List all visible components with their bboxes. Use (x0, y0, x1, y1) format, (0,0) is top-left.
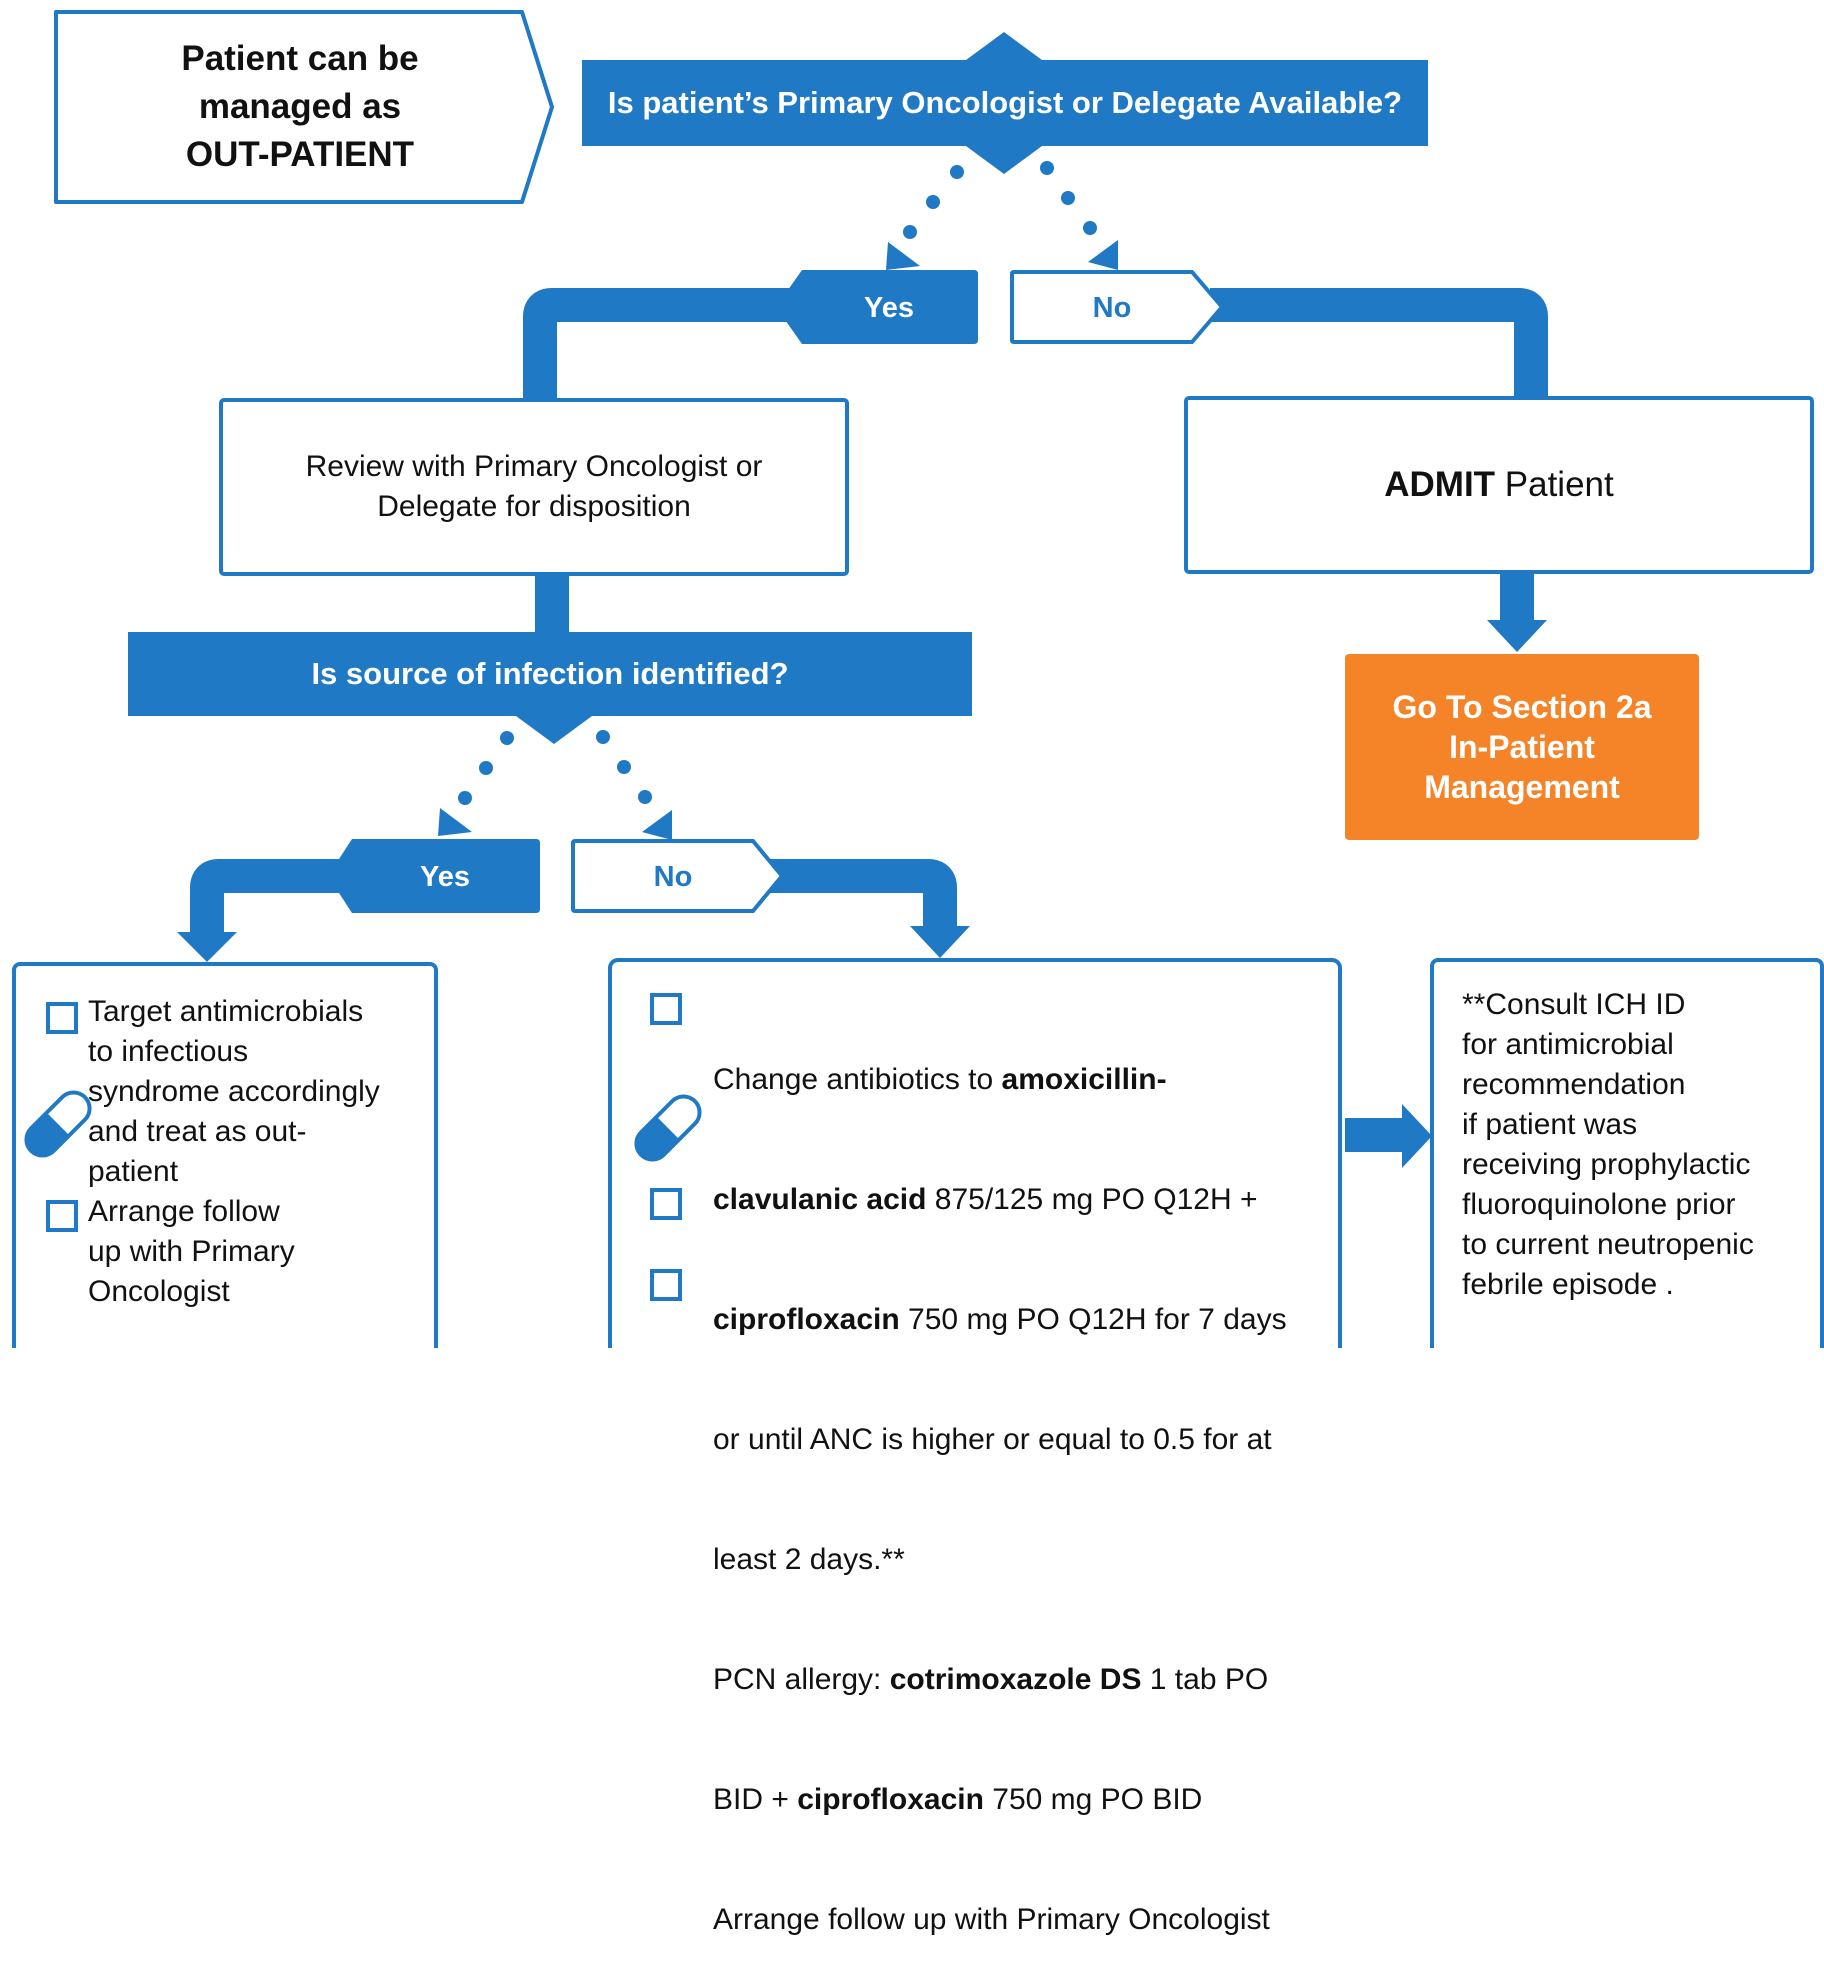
no-box-line: ciprofloxacin 750 mg PO Q12H for 7 days (713, 1300, 1333, 1340)
no2-tag-shape (571, 839, 785, 913)
dotted-arrow-no2 (596, 730, 672, 840)
start-line: Patient can be (181, 38, 419, 78)
start-box-shape (54, 10, 554, 204)
goto-line: Management (1424, 769, 1620, 805)
yes-box-text: Target antimicrobials to infectious synd… (88, 992, 428, 1312)
checkbox-icon (46, 1002, 78, 1034)
drug-name: amoxicillin- (1001, 1063, 1167, 1096)
yes-box-line: Arrange follow (88, 1195, 280, 1228)
no-box-line: least 2 days.** (713, 1543, 905, 1576)
goto-box-shape (1345, 654, 1699, 840)
arrow-head-to-consult (1402, 1104, 1432, 1168)
connector-no1-admit (1210, 288, 1548, 398)
review-box-shape (219, 398, 849, 576)
goto-line: Go To Section 2a (1392, 689, 1652, 725)
drug-name: ciprofloxacin (713, 1303, 900, 1336)
review-box: Review with Primary Oncologist or Delega… (305, 449, 763, 524)
q1-no-label: No (1092, 291, 1132, 324)
connector-no2-box (770, 859, 957, 928)
admit-bold: ADMIT (1384, 465, 1496, 504)
admit-box-shape (1184, 396, 1814, 574)
no-box-line: or until ANC is higher or equal to 0.5 f… (713, 1423, 1272, 1456)
q2-yes-label: Yes (420, 860, 470, 893)
arrow-head-yes2 (177, 932, 237, 962)
flowchart-graphics (12, 10, 1824, 1348)
consult-line: febrile episode . (1462, 1268, 1674, 1301)
no-box-line: clavulanic acid 875/125 mg PO Q12H + (713, 1180, 1333, 1220)
yes-box-line: up with Primary (88, 1235, 295, 1268)
consult-line: fluoroquinolone prior (1462, 1188, 1736, 1221)
yes-box-line: patient (88, 1155, 179, 1188)
yes-box-line: syndrome accordingly (88, 1075, 380, 1108)
drug-name: cotrimoxazole DS (889, 1663, 1142, 1696)
consult-line: receiving prophylactic (1462, 1148, 1751, 1181)
goto-line: In-Patient (1449, 729, 1595, 765)
checkbox-icon (650, 993, 682, 1025)
arrow-to-consult-shaft (1345, 1118, 1407, 1152)
checkbox-icon (650, 1188, 682, 1220)
start-box: Patient can be managed as OUT-PATIENT (55, 12, 545, 202)
no-box-line: Arrange follow up with Primary Oncologis… (713, 1903, 1270, 1936)
connector-yes2-box (190, 859, 352, 936)
connector-yes1-review (523, 288, 802, 400)
q2-no-label: No (653, 860, 693, 893)
yes2-tag-shape (328, 839, 540, 913)
question1-shape (582, 32, 1428, 174)
text-fragment: 875/125 mg PO Q12H + (926, 1183, 1258, 1216)
start-line: managed as (198, 86, 402, 126)
dotted-arrow-yes1 (886, 165, 964, 270)
dotted-arrow-no1 (1040, 161, 1118, 270)
yes-box-line: and treat as out- (88, 1115, 307, 1148)
consult-line: to current neutropenic (1462, 1228, 1754, 1261)
no-box-text: Change antibiotics to amoxicillin- clavu… (713, 980, 1333, 1980)
admit-rest: Patient (1495, 465, 1614, 504)
question2-shape (128, 632, 972, 744)
admit-box: ADMIT Patient (1186, 398, 1812, 572)
yes1-tag-shape (776, 270, 978, 344)
no-box-line: BID + ciprofloxacin 750 mg PO BID (713, 1780, 1333, 1820)
consult-box-shape (1430, 958, 1824, 1348)
drug-name: ciprofloxacin (797, 1783, 984, 1816)
question1-label: Is patient’s Primary Oncologist or Deleg… (607, 85, 1403, 120)
checkbox-icon (650, 1269, 682, 1301)
dotted-arrow-yes2 (438, 731, 514, 836)
q1-yes-label: Yes (864, 291, 914, 324)
consult-box-text: **Consult ICH ID for antimicrobial recom… (1462, 985, 1802, 1305)
goto-box: Go To Section 2a In-Patient Management (1345, 654, 1699, 840)
text-fragment: 750 mg PO Q12H for 7 days (899, 1303, 1287, 1336)
text-fragment: 1 tab PO (1141, 1663, 1269, 1696)
arrow-head-to-goto (1487, 620, 1547, 652)
text-fragment: BID + (713, 1783, 798, 1816)
question2-label: Is source of infection identified? (311, 656, 789, 691)
drug-name: clavulanic acid (713, 1183, 927, 1216)
checkbox-icon (46, 1200, 78, 1232)
text-fragment: 750 mg PO BID (983, 1783, 1203, 1816)
yes-box-line: to infectious (88, 1035, 249, 1068)
consult-line: **Consult ICH ID (1462, 988, 1686, 1021)
text-fragment: Change antibiotics to (713, 1063, 1002, 1096)
no-box-line: PCN allergy: cotrimoxazole DS 1 tab PO (713, 1660, 1333, 1700)
consult-line: recommendation (1462, 1068, 1686, 1101)
start-line: OUT-PATIENT (185, 135, 415, 175)
no1-tag-shape (1010, 270, 1225, 344)
yes-box-line: Target antimicrobials (88, 995, 364, 1028)
consult-line: if patient was (1462, 1108, 1638, 1141)
yes-box-shape (12, 962, 438, 1348)
arrow-head-no2 (910, 926, 970, 958)
pill-icon (24, 1090, 92, 1158)
no-box-line: Change antibiotics to amoxicillin- (713, 1060, 1333, 1100)
yes-box-line: Oncologist (88, 1275, 230, 1308)
no-box-shape (608, 958, 1342, 1348)
consult-line: for antimicrobial (1462, 1028, 1674, 1061)
pill-icon (634, 1094, 702, 1162)
text-fragment: PCN allergy: (713, 1663, 890, 1696)
